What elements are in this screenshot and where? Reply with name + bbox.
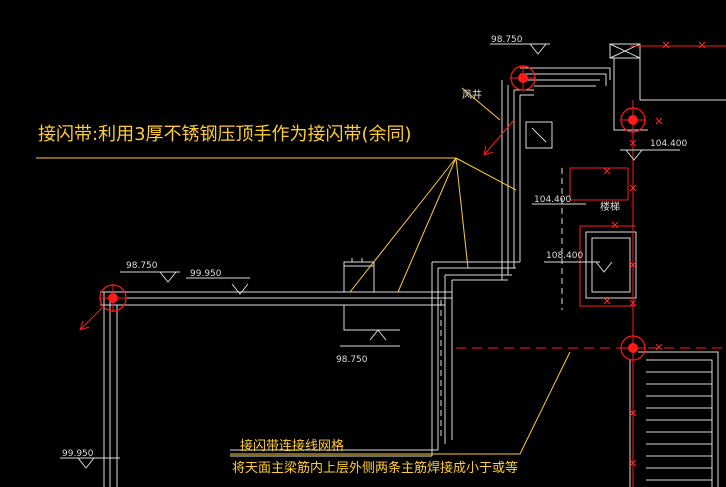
elevation-bottom-left: 99.950 [62, 449, 94, 459]
elevation-triangle-icon [120, 271, 180, 283]
elevation-right-mid: 104.400 [534, 195, 571, 205]
dashed-inner-lines [440, 168, 563, 440]
wall-bottom-horizontal [230, 449, 438, 457]
elevation-right-lower: 108.400 [546, 251, 583, 261]
vent-shaft-diagonal [531, 127, 547, 143]
x-marker [629, 261, 637, 269]
conductor-box-upper [569, 167, 629, 201]
lightning-conductor-lines [456, 45, 726, 487]
elevation-markers [60, 43, 680, 469]
x-marker [629, 459, 637, 467]
bottom-note-title: 接闪带连接线网格 [240, 438, 344, 454]
elevation-triangle-icon [620, 149, 680, 161]
parapet-top-end [605, 68, 611, 86]
wall-upper-vertical [501, 80, 521, 280]
bottom-note-leader [230, 351, 571, 455]
slope-arrow-icon [79, 305, 105, 331]
leader-3 [455, 157, 517, 191]
x-marker [629, 139, 637, 147]
elevation-left-mid: 99.950 [190, 269, 222, 279]
x-marker [629, 299, 637, 307]
elevation-triangle-icon [490, 43, 550, 55]
elevation-top-center: 98.750 [491, 35, 523, 45]
parapet-left-horizontal [100, 291, 452, 306]
stair-outline [638, 351, 719, 487]
slope-arrow-icon [483, 119, 515, 156]
leader-1 [397, 157, 457, 293]
roof-outline [100, 43, 726, 487]
top-right-block [609, 43, 641, 59]
parapet-bump [343, 258, 375, 292]
elevation-triangle-icon [340, 329, 400, 347]
leader-2 [455, 157, 469, 269]
vent-room-label: 风井 [462, 88, 482, 101]
x-marker [611, 221, 619, 229]
lightning-rod-icon [620, 107, 646, 133]
vent-leader [461, 87, 501, 121]
x-marker [698, 41, 706, 49]
bottom-note-line1: 将天面主梁筋内上层外侧两条主筋焊接成小于或等 [232, 460, 518, 476]
lightning-rod-icon [510, 65, 536, 91]
elevation-triangle-icon [544, 261, 613, 273]
x-marker [655, 117, 663, 125]
top-right-wall [613, 58, 726, 131]
lightning-rod-icon [620, 335, 646, 361]
conductor-x-markers [603, 41, 706, 467]
stair-box [585, 231, 637, 299]
x-marker [603, 297, 611, 305]
parapet-notch [343, 305, 400, 331]
leader-4 [349, 157, 457, 293]
stair-box-inner [591, 237, 631, 293]
lightning-rod-icon [99, 284, 127, 312]
annotation-leaders [36, 87, 571, 455]
wall-left-vertical [103, 292, 118, 487]
elevation-triangle-icon [60, 457, 120, 469]
elevation-center-low: 98.750 [336, 355, 368, 365]
stair-treads [646, 371, 712, 481]
stair-room-label: 楼梯 [600, 200, 620, 213]
parapet-top [520, 67, 610, 87]
x-marker [629, 184, 637, 192]
elevation-triangle-icon [186, 277, 250, 295]
elevation-left-upper: 98.750 [126, 261, 158, 271]
x-marker [629, 409, 637, 417]
elevation-right-upper: 104.400 [650, 139, 687, 149]
wall-upper-return [514, 89, 534, 96]
x-marker [662, 41, 670, 49]
main-note-text: 接闪带:利用3厚不锈钢压顶手作为接闪带(余同) [38, 124, 412, 145]
vent-shaft [525, 121, 553, 149]
x-marker [655, 343, 663, 351]
x-marker [603, 167, 611, 175]
conductor-box-lower [579, 225, 636, 307]
wall-center-vertical [431, 262, 453, 456]
wall-center-step [432, 261, 520, 281]
